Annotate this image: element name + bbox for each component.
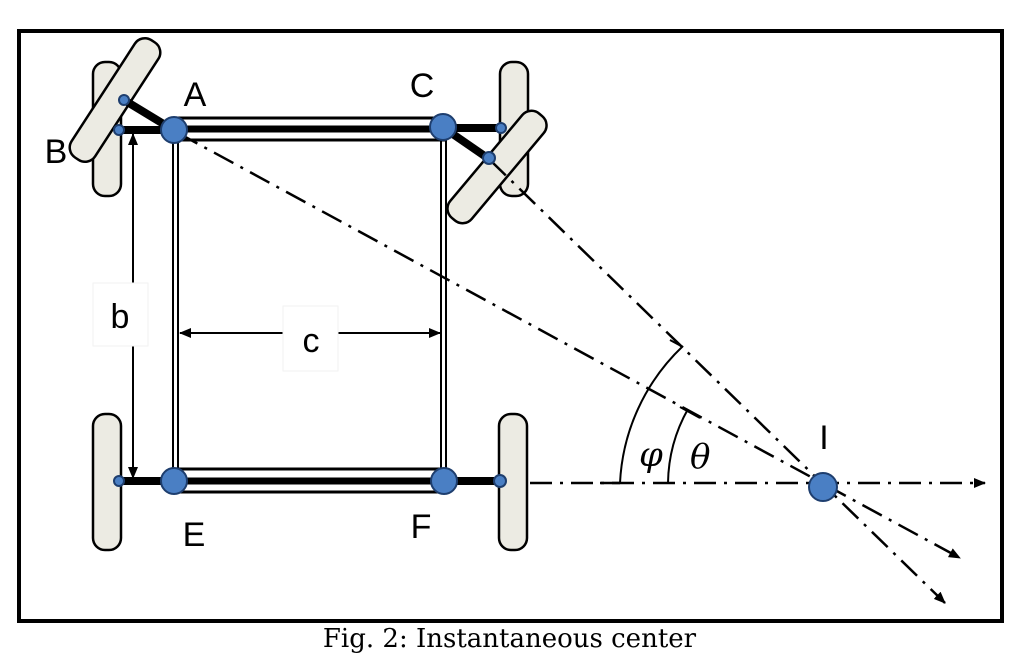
rear-axle (175, 467, 445, 494)
joint-left-arm-tip (118, 94, 130, 106)
line-c-to-i (489, 159, 946, 604)
chassis-right-side (440, 135, 447, 470)
label-e: E (183, 516, 206, 554)
front-axle (175, 116, 445, 142)
phi-label: φ (639, 435, 663, 475)
dimension-c-label: c (303, 322, 320, 360)
theta-angle-arc (667, 408, 689, 484)
phi-angle-arc (619, 345, 684, 484)
label-f: F (411, 508, 432, 546)
figure-caption: Fig. 2: Instantaneous center (322, 624, 697, 654)
label-i: I (819, 419, 828, 457)
label-c: C (410, 67, 435, 105)
joint-c (429, 113, 457, 141)
joint-a (160, 116, 188, 144)
joint-right-stub-tip (495, 122, 507, 134)
front-left-wheel-steered (68, 37, 162, 163)
label-a: A (184, 76, 207, 114)
dimension-b-label: b (111, 298, 130, 336)
phi-arc-tick (669, 339, 684, 348)
joint-rear-left-tip (113, 475, 125, 487)
joint-e (160, 467, 188, 495)
label-b: B (45, 133, 68, 171)
dimension-b (92, 133, 149, 479)
joint-b (113, 124, 125, 136)
instantaneous-center-i (808, 472, 838, 502)
theta-label: θ (690, 437, 710, 477)
figure-frame (17, 29, 1004, 623)
chassis-left-side (172, 135, 179, 470)
joint-rear-right-tip (493, 474, 507, 488)
joint-f (430, 467, 458, 495)
dimension-c (179, 305, 441, 372)
theta-arc-tick (679, 406, 701, 419)
joint-right-arm-tip (482, 151, 496, 165)
